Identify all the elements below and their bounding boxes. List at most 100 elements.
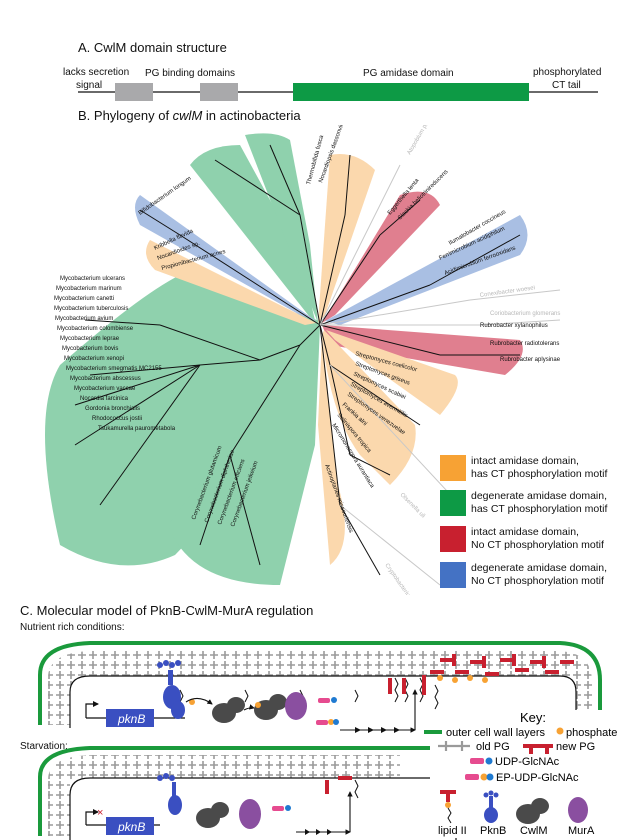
key-old-pg-label: old PG: [476, 741, 510, 753]
legend-entry-red: intact amidase domain, No CT phosphoryla…: [471, 526, 617, 551]
pknb-protein-icon: [157, 660, 185, 719]
legend-line: degenerate amidase domain,: [471, 562, 608, 574]
panel-b-title: B. Phylogeny of cwlM in actinobacteria: [78, 108, 301, 123]
lacks-secretion-label: lacks secretion: [63, 67, 130, 78]
pknb-gene-label-starvation: pknB: [117, 820, 145, 834]
species-label: Conexibacter woesei: [479, 285, 535, 299]
species-label: Tsukamurella paurometabola: [98, 426, 176, 432]
key-udp-swatch: [470, 757, 493, 765]
ct-tail-label: CT tail: [552, 80, 581, 91]
species-label: Mycobacterium bovis: [62, 346, 118, 352]
legend-line: intact amidase domain,: [471, 455, 579, 467]
species-label: Mycobacterium canetti: [54, 296, 114, 302]
key-mura-swatch: [568, 797, 588, 823]
key-cwlm-label: CwlM: [520, 825, 548, 837]
cwlm-protein-starvation-icon: [196, 802, 229, 828]
species-label: Coriobacterium glomerans: [490, 311, 560, 317]
key-new-pg-swatch: [523, 744, 553, 754]
key-mura-label: MurA: [568, 825, 595, 837]
pknb-gene-box: [106, 709, 154, 727]
mura-protein-starvation-icon: [239, 799, 261, 829]
pg-binding-domain-1: [115, 83, 153, 101]
nutrient-rich-label: Nutrient rich conditions:: [20, 622, 125, 633]
species-label: Atopobium parvulum: [407, 125, 440, 156]
clade-orange-top: [318, 154, 375, 323]
legend-entry-green: degenerate amidase domain, has CT phosph…: [471, 490, 617, 515]
clade-orange-left: [146, 240, 316, 325]
key-phosphate-label: phosphate: [566, 727, 617, 739]
key-old-pg-swatch: [438, 741, 470, 751]
starvation-label: Starvation:: [20, 741, 68, 752]
species-label: Bifidobacterium longum: [138, 176, 193, 217]
clade-blue-right: [325, 215, 528, 325]
udp-glcnac-starvation-icon: [272, 805, 291, 811]
clade-blue-left: [135, 195, 316, 321]
species-label: Mycobacterium tuberculosis: [54, 306, 128, 312]
signal-label: signal: [76, 80, 103, 91]
domain-structure-diagram: [78, 83, 598, 101]
species-label: Mycobacterium vaccae: [74, 386, 136, 392]
key-new-pg-label: new PG: [556, 741, 595, 753]
key-ep-udp-label: EP-UDP-GlcNAc: [496, 772, 579, 784]
old-pg-layer-bottom: [48, 755, 400, 836]
new-pg-cluster: [430, 654, 574, 676]
legend-entry-orange: intact amidase domain, has CT phosphoryl…: [471, 455, 617, 480]
key-title: Key:: [520, 710, 546, 725]
species-label: Mycobacterium colombiense: [57, 326, 134, 332]
panel-a-title: A. CwlM domain structure: [78, 40, 227, 55]
phylogenetic-tree: Mycobacterium ulcerans Mycobacterium mar…: [45, 125, 561, 595]
panel-b-title-suffix: in actinobacteria: [202, 108, 301, 123]
legend-line: No CT phosphorylation motif: [471, 538, 604, 551]
pg-amidase-label: PG amidase domain: [363, 68, 454, 79]
species-label: Mycobacterium ulcerans: [60, 276, 125, 282]
key-pknb-label: PknB: [480, 825, 506, 837]
mura-protein-icon: [285, 692, 307, 720]
clade-top-green: [245, 133, 318, 323]
legend-line: intact amidase domain,: [471, 526, 579, 538]
key-cwlm-swatch: [516, 798, 549, 824]
legend-line: has CT phosphorylation motif: [471, 467, 608, 480]
legend-line: degenerate amidase domain,: [471, 490, 608, 502]
key-ep-udp-swatch: [465, 773, 494, 781]
key-outer-label: outer cell wall layers: [446, 727, 546, 739]
pg-amidase-domain: [293, 83, 529, 101]
species-label: Rubrobacter radiotolerans: [490, 341, 559, 347]
species-label: Mycobacterium abscessus: [70, 376, 141, 382]
clade-orange-right: [326, 330, 458, 415]
legend-swatch-green: [440, 490, 466, 516]
pknb-protein-starvation-icon: [157, 773, 182, 815]
clade-mycobacteria-green: [45, 275, 320, 566]
species-label: Gordonia bronchialis: [85, 406, 140, 412]
species-label: Rubrobacter aplysinae: [500, 357, 561, 363]
repressed-mark-icon: ×: [97, 807, 103, 819]
species-label: Mycobacterium smegmatis MC2155: [66, 366, 162, 372]
key-lipid-ii-swatch: [440, 790, 456, 824]
pg-binding-label: PG binding domains: [145, 68, 236, 79]
key-phosphate-swatch: [556, 727, 564, 735]
clade-orange-bottom: [318, 335, 345, 565]
legend-swatch-orange: [440, 455, 466, 481]
species-label: Rhodococcus jostii: [92, 416, 142, 422]
species-label: Nocardia farcinica: [80, 396, 129, 402]
pknb-gene-box-starvation: [106, 817, 154, 835]
species-label: Mycobacterium xenopi: [64, 356, 124, 362]
species-label: Olsenella uli: [399, 492, 426, 519]
key-lipid-ii-label: lipid II: [438, 825, 467, 837]
cwlm-protein-icon: [212, 697, 245, 723]
species-label: Mycobacterium marinum: [56, 286, 122, 292]
key-udp-label: UDP-GlcNAc: [495, 756, 560, 768]
clade-corynebacteria-green: [168, 325, 320, 585]
legend-line: No CT phosphorylation motif: [471, 574, 604, 587]
clade-red-upper: [322, 191, 440, 323]
clade-upper-green: [190, 145, 316, 325]
udp-glcnac-icon: [318, 697, 337, 703]
species-label: Rubrobacter xylanophilus: [480, 323, 548, 329]
panel-b-title-gene: cwlM: [172, 108, 203, 123]
outer-cell-wall-layer-top: [38, 641, 602, 725]
molecular-model-diagram: pknB × pknB: [38, 641, 617, 840]
clade-rubrobacter-red: [322, 325, 523, 375]
legend-entry-blue: degenerate amidase domain, No CT phospho…: [471, 562, 617, 587]
panel-c-title: C. Molecular model of PknB-CwlM-MurA reg…: [20, 603, 314, 618]
pg-binding-domain-2: [200, 83, 238, 101]
species-label: Mycobacterium leprae: [60, 336, 120, 342]
